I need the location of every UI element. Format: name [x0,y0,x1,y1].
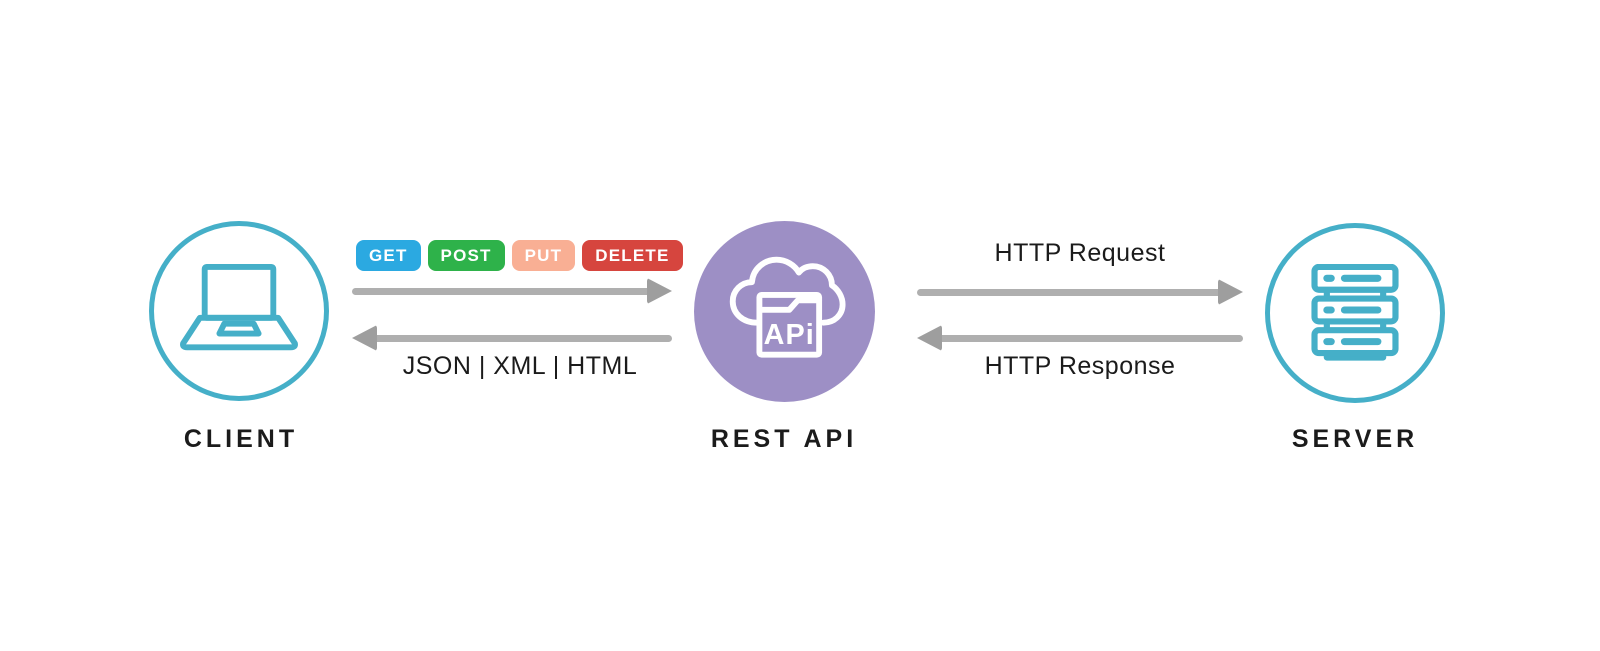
arrow-shaft [937,335,1243,342]
response-arrow-api-to-client [352,325,672,351]
arrow-shaft [372,335,672,342]
rest-api-circle: APi [694,221,875,402]
api-icon-text: APi [763,319,814,351]
server-circle [1265,223,1445,403]
laptop-screen [201,263,277,321]
client-circle [149,221,329,401]
server-unit-lights [1323,274,1382,345]
laptop-base [180,314,298,351]
server-label: SERVER [1291,425,1419,453]
client-label: CLIENT [183,425,299,453]
http-response-label: HTTP Response [984,352,1176,380]
rest-api-label: REST API [710,425,858,453]
method-badge-delete: DELETE [582,240,683,271]
method-badge-get: GET [356,240,421,271]
arrow-head-right-icon [1218,279,1243,305]
arrow-shaft [352,288,652,295]
server-icon [1311,263,1399,361]
arrow-head-right-icon [647,278,672,304]
request-arrow-client-to-api [352,278,672,304]
response-formats-label: JSON | XML | HTML [402,352,638,380]
arrow-head-left-icon [352,325,377,351]
api-cloud-icon: APi [729,256,846,358]
method-badge-post: POST [427,240,505,271]
laptop-icon [180,263,298,351]
response-arrow-server-to-api [917,325,1243,351]
api-box-flap [755,296,822,313]
arrow-shaft [917,289,1223,296]
method-badge-put: PUT [511,240,576,271]
request-arrow-api-to-server [917,279,1243,305]
laptop-touchpad [216,320,262,337]
arrow-head-left-icon [917,325,942,351]
http-request-label: HTTP Request [994,239,1166,267]
cloud-outline [729,256,846,326]
